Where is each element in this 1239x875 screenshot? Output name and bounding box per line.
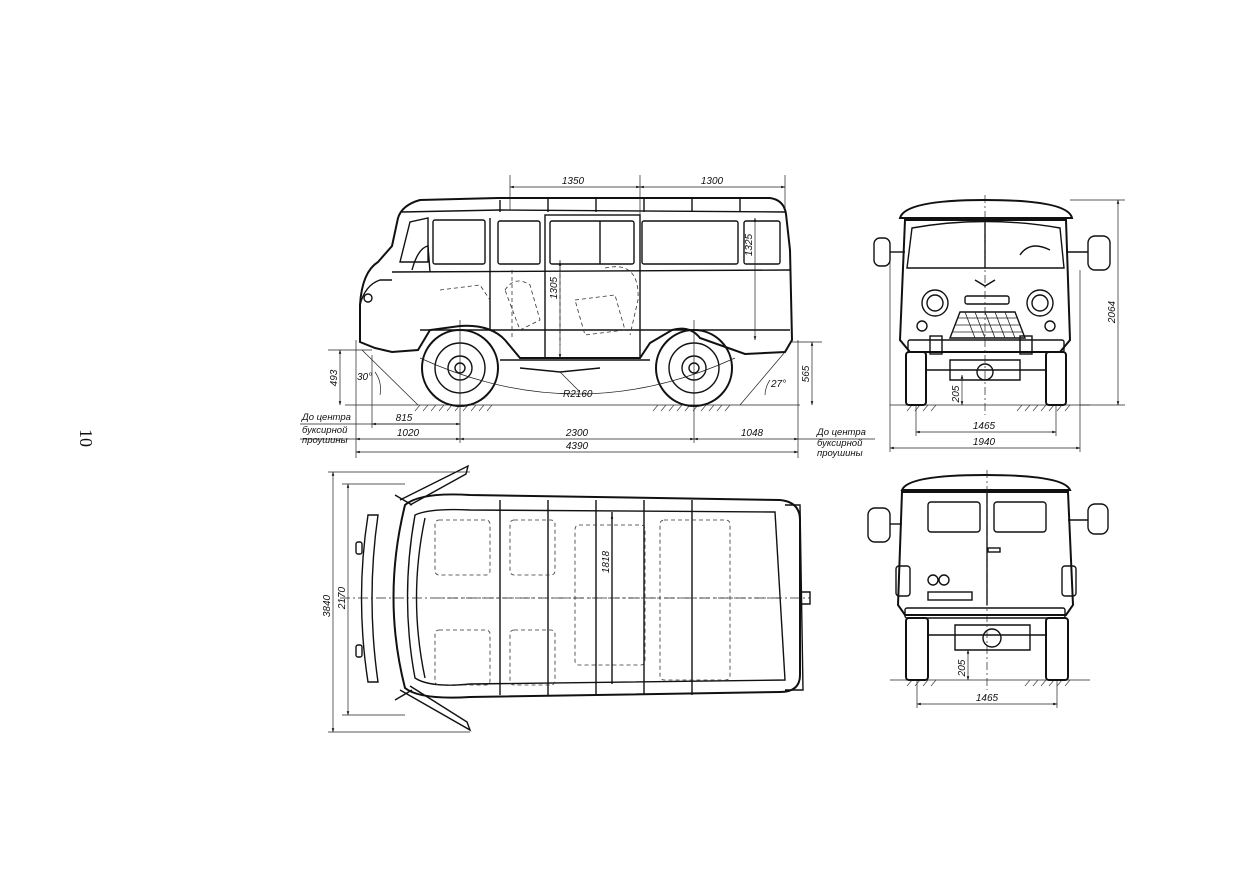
dim-door-open-width: 3840	[322, 594, 333, 617]
dim-overall-height: 2064	[1107, 300, 1118, 324]
dim-overall-width: 1940	[973, 437, 996, 448]
dim-approach-angle: 30°	[357, 372, 372, 383]
dim-departure-angle: 27°	[770, 379, 786, 390]
dim-door-height: 1305	[549, 276, 560, 299]
svg-text:буксирной: буксирной	[817, 438, 863, 449]
dim-ramp-radius: R2160	[563, 389, 593, 400]
svg-text:буксирной: буксирной	[302, 425, 348, 436]
front-grille	[948, 311, 1027, 339]
dim-overall-length: 4390	[566, 441, 589, 452]
svg-text:До центра: До центра	[301, 412, 351, 423]
dim-rear-track: 1465	[976, 693, 999, 704]
rear-tow-note: До центра буксирной проушины	[816, 427, 866, 459]
dim-front-overhang: 1020	[397, 428, 420, 439]
svg-text:проушины: проушины	[302, 435, 348, 446]
dim-top-right: 1300	[701, 176, 724, 187]
dim-body-width: 2170	[337, 586, 348, 610]
dim-wheelbase: 2300	[565, 428, 589, 439]
rear-view: 205 1465	[867, 470, 1109, 708]
dim-front-clearance: 493	[329, 369, 340, 386]
ramp-arc	[419, 357, 736, 395]
top-view: 3840 2170 1818	[322, 464, 811, 733]
svg-text:До центра: До центра	[816, 427, 866, 438]
side-view: 1350 1300 1325 1305 493 30° 565 27° R216…	[300, 175, 875, 459]
top-body-outline	[392, 493, 801, 699]
dim-front-tow-to-axle: 815	[396, 413, 413, 424]
dim-rear-clearance: 565	[801, 365, 812, 382]
page-number: 10	[76, 429, 96, 447]
dim-rear-overhang: 1048	[741, 428, 764, 439]
front-tow-note: До центра буксирной проушины	[301, 412, 351, 446]
dim-front-ground-clearance: 205	[951, 385, 962, 403]
body-outline	[359, 197, 794, 359]
dim-window-height: 1325	[744, 233, 755, 256]
dim-interior-length: 1818	[601, 550, 612, 573]
front-view: 2064 205 1465 1940	[873, 195, 1125, 452]
dim-front-track: 1465	[973, 421, 996, 432]
dim-rear-ground-clearance: 205	[957, 659, 968, 677]
ground-hatch	[414, 404, 731, 412]
dim-top-left: 1350	[562, 176, 585, 187]
svg-text:проушины: проушины	[817, 448, 863, 459]
